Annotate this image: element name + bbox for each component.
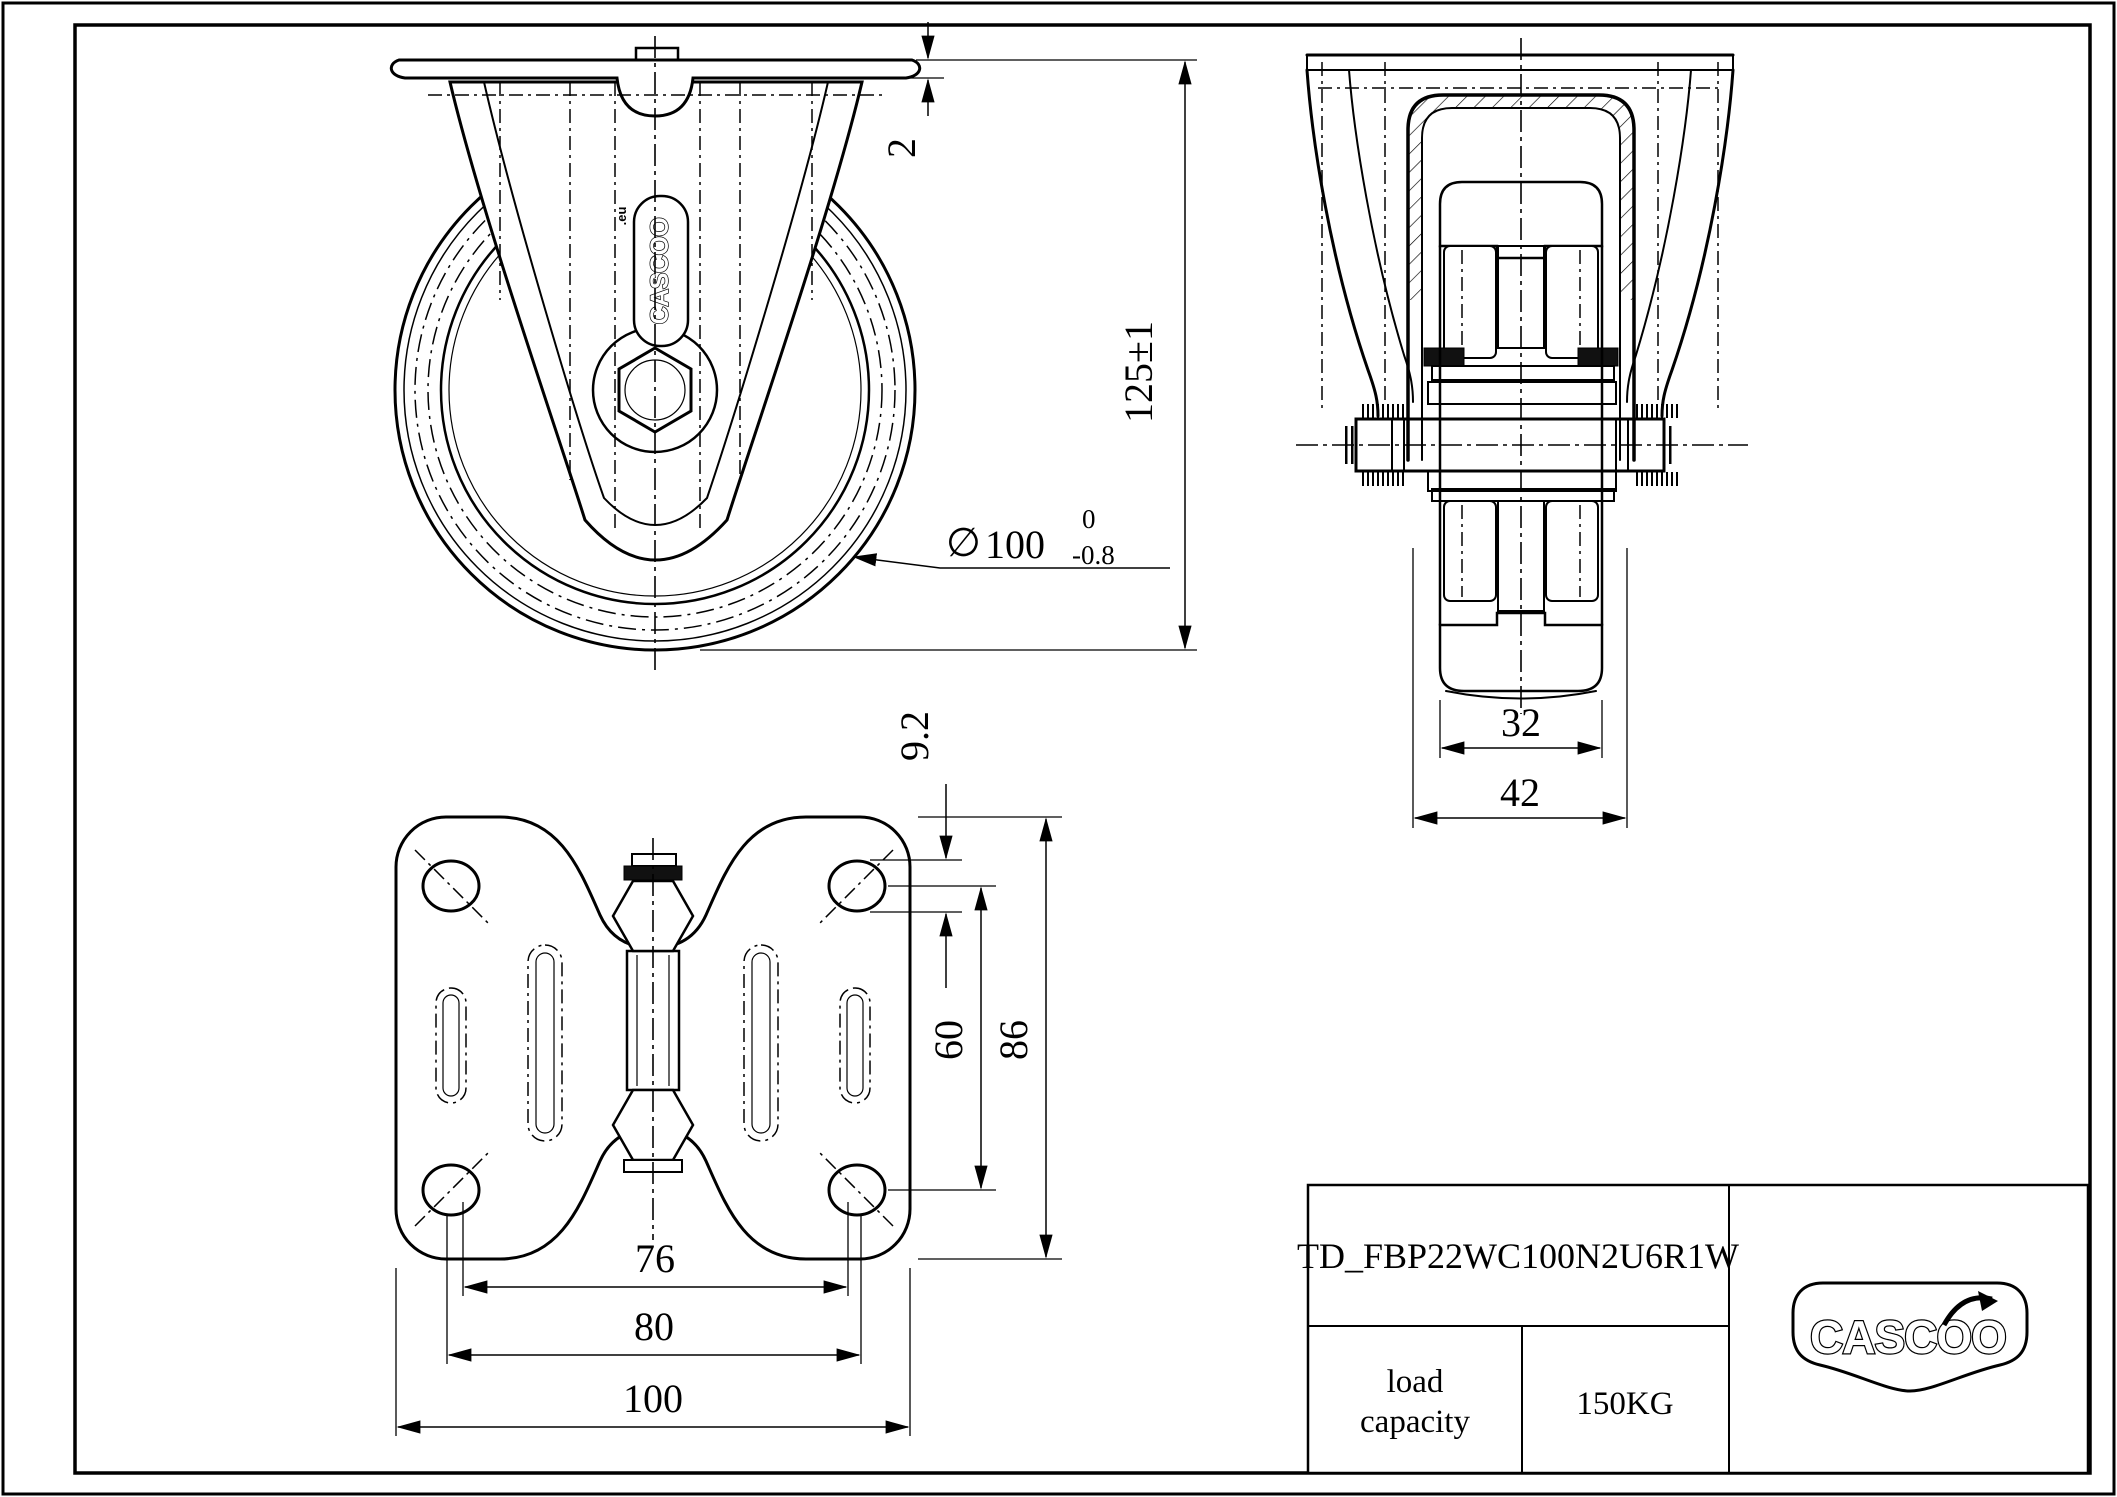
plate-top-view <box>394 815 912 1261</box>
dim-hole-spacing-horizontal: 80 <box>634 1304 674 1349</box>
dim-plate-width: 100 <box>623 1376 683 1421</box>
side-brand-suffix: .eu <box>614 207 629 226</box>
inner-border <box>73 23 2092 1475</box>
dim-plate-depth: 86 <box>991 1020 1036 1060</box>
load-capacity-label-line1: load <box>1387 1364 1444 1400</box>
dim-slot-spacing: 76 <box>635 1236 675 1281</box>
brand-logo-arrowhead <box>1978 1291 1998 1311</box>
dim-wheel-diameter-lower-tol: -0.8 <box>1072 540 1115 570</box>
dim-hole-offset: 9.2 <box>892 711 937 761</box>
brand-logo: CASCOO <box>1791 1281 2029 1393</box>
dim-plate-thickness: 2 <box>879 138 924 158</box>
plate-view-dimensions: 9.2 60 86 76 80 100 <box>395 711 1062 1436</box>
part-number: TD_FBP22WC100N2U6R1W <box>1297 1236 1739 1276</box>
brand-logo-text: CASCOO <box>1810 1311 2006 1363</box>
dim-wheel-diameter-value: 100 <box>985 522 1045 567</box>
dim-hub-width: 42 <box>1500 770 1540 815</box>
dim-tread-width: 32 <box>1501 700 1541 745</box>
dim-wheel-diameter-symbol: ∅ <box>946 520 981 565</box>
side-brand-badge: CASCOO .eu <box>614 194 690 348</box>
load-capacity-value: 150KG <box>1576 1386 1673 1422</box>
dim-hole-spacing-vertical: 60 <box>926 1020 971 1060</box>
dim-wheel-diameter-upper-tol: 0 <box>1082 504 1096 534</box>
front-section-view <box>1296 38 1748 714</box>
title-block: TD_FBP22WC100N2U6R1W load capacity 150KG… <box>1297 1183 2090 1475</box>
load-capacity-label-line2: capacity <box>1360 1404 1470 1440</box>
dim-overall-height: 125±1 <box>1116 321 1161 423</box>
side-view-dimensions: 2 125±1 ∅ 100 0 -0.8 <box>700 22 1197 651</box>
dim-wheel-diameter: ∅ 100 0 -0.8 <box>946 504 1115 570</box>
side-brand-text: CASCOO <box>646 218 674 325</box>
side-view: CASCOO .eu <box>389 36 922 672</box>
front-view-dimensions: 32 42 <box>1412 548 1628 828</box>
